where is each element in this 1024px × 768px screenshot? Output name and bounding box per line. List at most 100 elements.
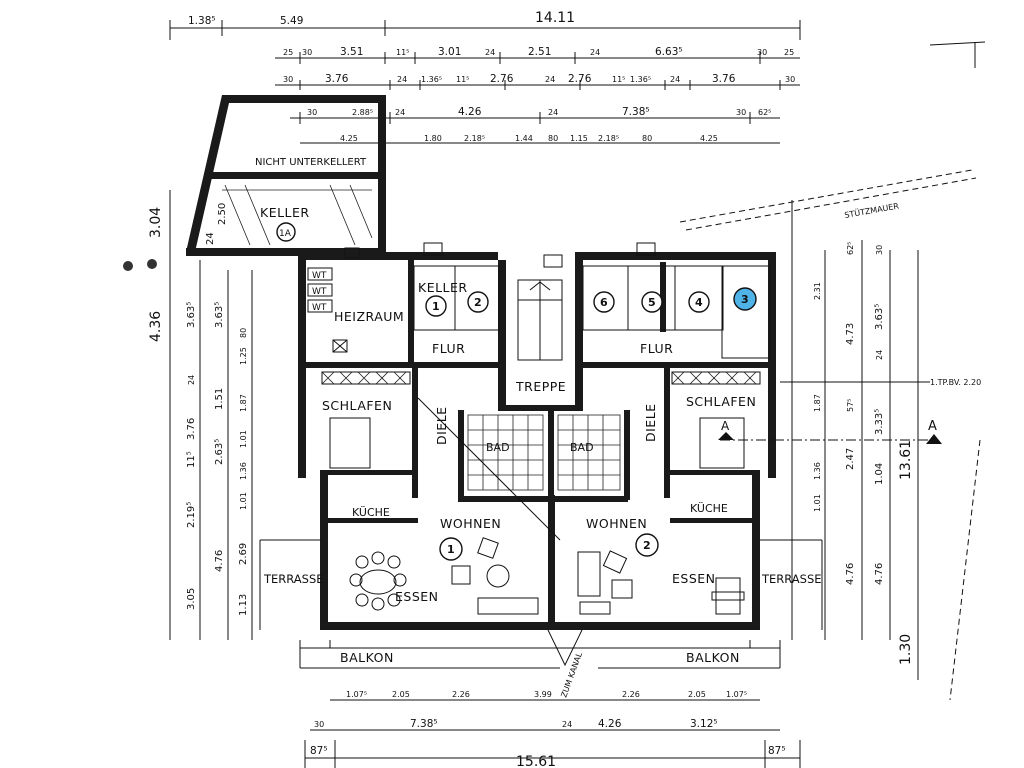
dim-left-304: 3.04	[148, 207, 164, 238]
dim-r5-8: 4.25	[700, 134, 718, 143]
dim-r4-0: 30	[307, 108, 317, 117]
compartment-3-highlighted	[733, 287, 757, 311]
dim-left-305: 3.05	[186, 588, 197, 610]
label-stuetzmauer: STÜTZMAUER	[844, 200, 900, 219]
right-dimension-chain: 13.61 1.30 4.73 3.63⁵ 3.33⁵ 4.76 4.76 1.…	[813, 240, 919, 680]
dim-r4-5: 7.38⁵	[622, 106, 650, 118]
dim-r5-5: 1.15	[570, 134, 588, 143]
dim-r3-12: 30	[785, 75, 795, 84]
dim-left-436: 4.36	[148, 311, 164, 342]
dim-top-1: 1.38⁵	[188, 15, 216, 27]
bed-right	[699, 417, 745, 469]
dim-left-476: 4.76	[214, 550, 225, 572]
label-schlafen-right: SCHLAFEN	[686, 394, 756, 409]
dim-right-57: 57⁵	[846, 399, 855, 412]
dim-r4-1: 2.88⁵	[352, 108, 373, 117]
dim-r2-7: 24	[590, 48, 600, 57]
punch-hole-upper	[123, 261, 133, 271]
dim-r2-2: 3.51	[340, 46, 363, 58]
dim-right-136: 1.36	[813, 462, 822, 480]
compartment-5	[641, 291, 663, 313]
dim-r3-11: 3.76	[712, 73, 736, 85]
badge-1a-text: 1A	[279, 229, 292, 239]
compartment-1-num: 1	[432, 300, 440, 313]
label-treppe: TREPPE	[515, 379, 566, 394]
label-diele-right: DIELE	[643, 403, 658, 442]
label-bad-right: BAD	[570, 441, 594, 454]
compartment-6-num: 6	[600, 296, 608, 309]
dim-r3-8: 11⁵	[612, 75, 625, 84]
label-balkon-right: BALKON	[686, 650, 740, 665]
dim-left-363b: 3.63⁵	[214, 302, 225, 328]
dim-right-24: 24	[875, 350, 884, 360]
label-nicht-unterkellert: NICHT UNTERKELLERT	[255, 157, 367, 168]
compartment-2-num: 2	[474, 296, 482, 309]
dim-bot2-1: 7.38⁵	[410, 718, 438, 730]
label-flur-right: FLUR	[640, 341, 673, 356]
dim-left-136: 1.36	[239, 462, 248, 480]
dim-r3-10: 24	[670, 75, 680, 84]
label-terrasse-right: TERRASSE	[761, 572, 822, 586]
apartment-1-num: 1	[447, 543, 455, 556]
dim-r2-10: 25	[784, 48, 794, 57]
apartment-2-num: 2	[643, 539, 651, 552]
dim-bot1-3: 3.99	[534, 690, 552, 699]
building-outline	[298, 242, 776, 410]
apartment-1-marker	[439, 537, 463, 561]
dim-r4-4: 24	[548, 108, 558, 117]
dim-r3-6: 24	[545, 75, 555, 84]
dim-right-62: 62⁵	[846, 242, 855, 255]
dim-left-113: 1.13	[238, 594, 249, 616]
dim-right-231: 2.31	[813, 282, 822, 300]
dim-left-24: 24	[187, 375, 196, 385]
dim-right-476b: 4.76	[874, 563, 885, 585]
dim-right-101: 1.01	[813, 494, 822, 512]
label-essen-left: ESSEN	[395, 589, 439, 604]
section-line: A A 1.TP.BV. 2.20	[718, 378, 981, 444]
dim-right-187: 1.87	[813, 394, 822, 412]
dim-left-11: 11⁵	[186, 451, 197, 468]
dim-keller-250: 2.50	[217, 203, 228, 225]
label-wt1: WT	[312, 271, 327, 281]
label-wohnen-right: WOHNEN	[586, 516, 647, 531]
dim-right-247: 2.47	[845, 448, 856, 470]
dim-top-total: 14.11	[535, 10, 575, 26]
dim-bot1-6: 1.07⁵	[726, 690, 747, 699]
left-dimension-chain: 3.04 4.36 3.63⁵ 3.63⁵ 3.76 1.51 2.63⁵ 11…	[148, 190, 253, 640]
dim-right-1361: 13.61	[898, 440, 914, 480]
dim-bot1-4: 2.26	[622, 690, 640, 699]
dim-r2-6: 2.51	[528, 46, 551, 58]
dim-right-473: 4.73	[845, 323, 856, 345]
dim-right-30: 30	[875, 245, 884, 255]
label-zum-kanal: ZUM KANAL	[559, 651, 584, 699]
living-set-right	[577, 550, 745, 615]
dim-bot2-4: 3.12⁵	[690, 718, 718, 730]
dim-right-130: 1.30	[898, 634, 914, 665]
compartment-3-num: 3	[741, 293, 749, 306]
dim-r2-1: 30	[302, 48, 312, 57]
dim-r3-9: 1.36⁵	[630, 75, 651, 84]
dim-right-333: 3.33⁵	[874, 409, 885, 435]
dim-r3-0: 30	[283, 75, 293, 84]
compartment-6	[593, 291, 615, 313]
dim-bot2-3: 4.26	[598, 718, 622, 730]
section-note: 1.TP.BV. 2.20	[930, 378, 981, 387]
dim-left-151: 1.51	[214, 388, 225, 410]
dim-r5-6: 2.18⁵	[598, 134, 619, 143]
dim-r5-4: 80	[548, 134, 558, 143]
compartment-4-num: 4	[695, 296, 703, 309]
label-flur-left: FLUR	[432, 341, 465, 356]
stair-shaft	[517, 279, 563, 361]
dim-bot1-0: 1.07⁵	[346, 690, 367, 699]
apartment-2-marker	[635, 533, 659, 557]
corner-mark	[929, 41, 986, 46]
label-schlafen-left: SCHLAFEN	[322, 398, 392, 413]
dim-right-476a: 4.76	[845, 563, 856, 585]
dim-bot2-2: 24	[562, 720, 572, 729]
dim-r5-0: 4.25	[340, 134, 358, 143]
dim-bot1-1: 2.05	[392, 690, 410, 699]
label-wohnen-left: WOHNEN	[440, 516, 501, 531]
wt-boxes: WT WT WT	[307, 267, 333, 313]
dim-r3-4: 11⁵	[456, 75, 469, 84]
dim-left-125: 1.25	[239, 347, 248, 365]
